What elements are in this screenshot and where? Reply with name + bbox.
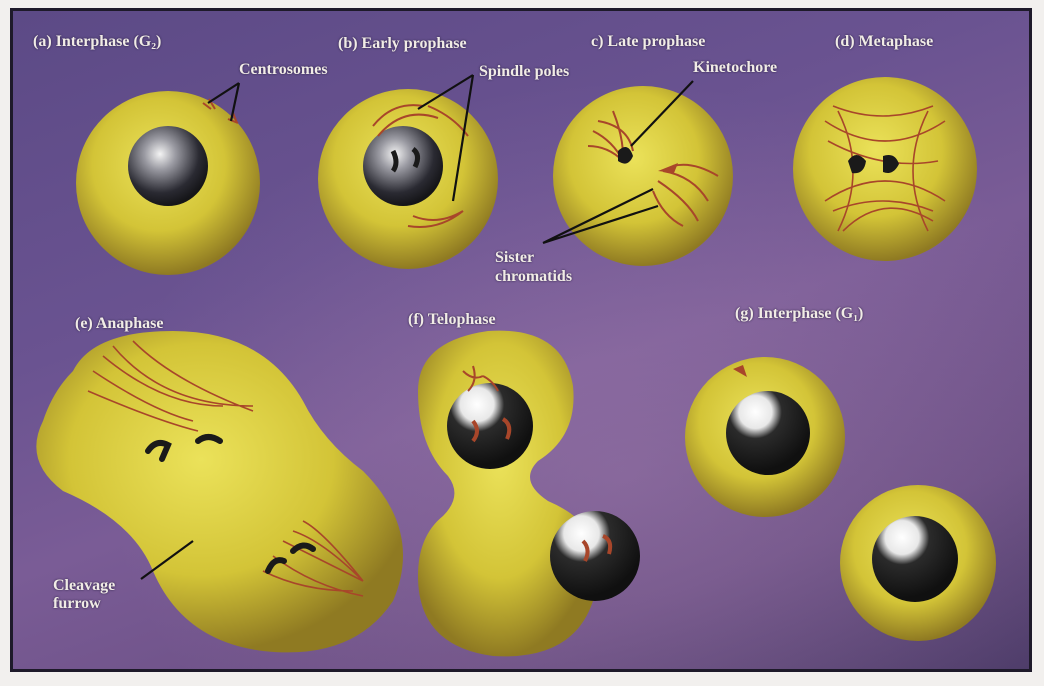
cell-early-prophase	[318, 89, 498, 269]
cell-interphase-g1-top	[685, 357, 845, 517]
label-metaphase: (d) Metaphase	[835, 33, 933, 50]
mitosis-figure: (a) Interphase (G₂) (b) Early prophase c…	[10, 8, 1032, 672]
annotation-sister-chromatids-line1: Sister	[495, 249, 534, 266]
label-early-prophase: (b) Early prophase	[338, 35, 467, 52]
annotation-kinetochore: Kinetochore	[693, 59, 777, 76]
annotation-cleavage-furrow-line1: Cleavage	[53, 577, 115, 594]
cell-late-prophase	[553, 86, 733, 266]
label-late-prophase: c) Late prophase	[591, 33, 705, 50]
cell-telophase	[418, 331, 640, 657]
cell-metaphase	[793, 77, 977, 261]
label-interphase-g2: (a) Interphase (G₂)	[33, 33, 161, 50]
annotation-centrosomes: Centrosomes	[239, 61, 328, 78]
annotation-cleavage-furrow-line2: furrow	[53, 595, 101, 612]
cell-interphase-g1-bottom	[840, 485, 996, 641]
label-interphase-g1: (g) Interphase (G₁)	[735, 305, 863, 322]
annotation-spindle-poles: Spindle poles	[479, 63, 569, 80]
annotation-sister-chromatids-line2: chromatids	[495, 268, 572, 285]
mitosis-illustration	[13, 11, 1029, 669]
label-telophase: (f) Telophase	[408, 311, 496, 328]
label-anaphase: (e) Anaphase	[75, 315, 163, 332]
